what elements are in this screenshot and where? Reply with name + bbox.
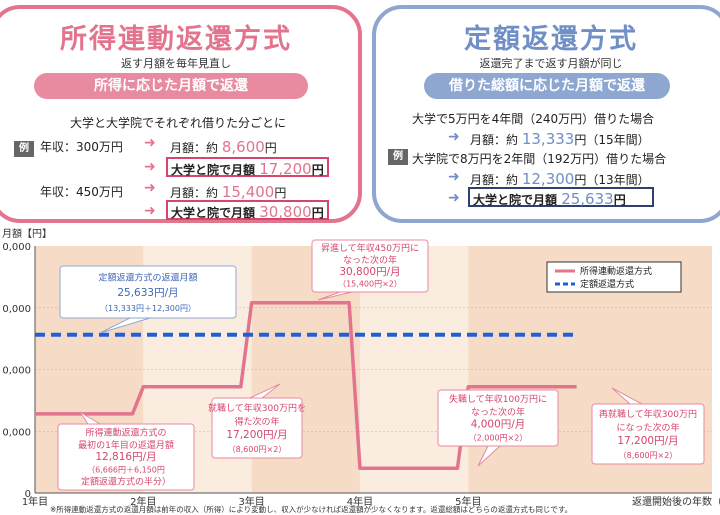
legend-label: 定額返還方式 — [580, 278, 634, 290]
fixed-case-2: 大学院で8万円を2年間（192万円）借りた場合 — [412, 152, 667, 166]
fixed-case-1: 大学で5万円を4年間（240万円）借りた場合 — [412, 112, 655, 126]
fixed-title: 定額返還方式 — [464, 24, 638, 55]
monthly-row-1: 月額：約 8,600円 — [170, 138, 277, 156]
callout-text: 得た次の年 — [234, 416, 279, 428]
callout-box — [591, 403, 705, 465]
callout-text: 30,800円/月 — [339, 266, 400, 278]
total-row-1: 大学と院で月額 17,200円 — [166, 157, 329, 178]
callout-box — [59, 265, 237, 319]
fixed-pill: 借りた総額に応じた月額で返還 — [424, 73, 670, 99]
x-tick-label: 2年目 — [130, 495, 156, 508]
income-linked-title: 所得連動返還方式 — [60, 24, 292, 55]
income-linked-panel: 所得連動返還方式 返す月額を毎年見直し 所得に応じた月額で返還 大学と大学院でそ… — [0, 5, 362, 223]
callout-text: 就職して年収300万円を — [208, 402, 306, 414]
footnote: ※所得連動返還方式の返還月額は前年の収入（所得）により変動し、収入が少なければ返… — [50, 504, 572, 514]
callout-box — [311, 239, 429, 293]
callout-text: なった次の年 — [471, 406, 525, 418]
arrow-icon: ➜ — [144, 203, 156, 219]
income-linked-intro: 大学と大学院でそれぞれ借りた分ごとに — [70, 116, 287, 130]
y-tick-label: 0,000 — [2, 366, 31, 377]
fixed-case-1-monthly: 月額：約 13,333円（15年間） — [470, 130, 650, 148]
example-badge: 例 — [14, 141, 34, 157]
callout-box — [57, 423, 195, 491]
x-tick-label: 4年目 — [347, 495, 373, 508]
callout-text: 定額返還方式の半分） — [81, 476, 171, 488]
y-tick-label: 0 — [25, 489, 31, 500]
arrow-icon: ➜ — [144, 180, 156, 196]
callout-text: 失職して年収100万円に — [449, 393, 547, 405]
x-tick-label: 1年目 — [22, 495, 48, 508]
x-tick-label: 3年目 — [238, 495, 264, 508]
callout-text: 4,000円/月 — [471, 419, 526, 431]
callout-text: （15,400円×2） — [338, 280, 402, 289]
callout-text: になった次の年 — [616, 422, 679, 434]
y-tick-label: 0,000 — [2, 304, 31, 315]
callout-text: 所得連動返還方式の — [85, 427, 166, 439]
arrow-icon: ➜ — [144, 135, 156, 151]
callout-text: （8,600円×2） — [228, 445, 287, 454]
arrow-icon: ➜ — [448, 169, 460, 185]
fixed-panel: 定額返還方式 返還完了まで返す月額が同じ 借りた総額に応じた月額で返還 例 大学… — [372, 5, 720, 223]
legend-box — [546, 261, 682, 293]
x-axis-label: 返還開始後の年数（年） — [632, 495, 720, 508]
callout-box — [437, 389, 559, 447]
callout-box — [211, 397, 303, 459]
callout-text: 昇進して年収450万円に — [321, 242, 419, 254]
income-row-2: 年収：450万円 — [40, 185, 123, 199]
top-strip: 〜〜〜〜〜〜〜〜〜〜〜〜〜〜〜〜〜〜〜〜〜〜〜〜〜〜〜〜〜〜〜〜〜〜〜〜〜〜〜〜 — [0, 0, 720, 4]
callout-text: 25,633円/月 — [117, 287, 178, 299]
example-badge: 例 — [388, 149, 408, 165]
income-linked-subtitle: 返す月額を毎年見直し — [121, 57, 231, 70]
callout-text: （8,600円×2） — [619, 451, 678, 460]
callout-text: （2,000円×2） — [469, 433, 528, 442]
callout-text: 定額返還方式の返還月額 — [98, 272, 197, 284]
total-row-2: 大学と院で月額 30,800円 — [166, 200, 329, 221]
income-row-1: 年収：300万円 — [40, 140, 123, 154]
callout-text: 最初の1年目の返還月額 — [78, 439, 174, 451]
legend-label: 所得連動返還方式 — [580, 265, 652, 277]
callout-text: （13,333円＋12,300円） — [100, 304, 196, 313]
callout-text: 17,200円/月 — [617, 435, 678, 447]
x-tick-label: 5年目 — [455, 495, 481, 508]
arrow-icon: ➜ — [448, 190, 460, 206]
y-axis-label: 月額【円】 — [2, 227, 52, 240]
arrow-icon: ➜ — [144, 159, 156, 175]
y-tick-label: 0,000 — [2, 427, 31, 438]
fixed-case-2-monthly: 月額：約 12,300円（13年間） — [470, 170, 650, 188]
fixed-subtitle: 返還完了まで返す月額が同じ — [479, 57, 623, 70]
callout-text: なった次の年 — [343, 254, 397, 266]
callout-text: 再就職して年収300万円 — [599, 408, 697, 420]
callout-text: 12,816円/月 — [95, 451, 156, 463]
income-linked-pill: 所得に応じた月額で返還 — [34, 73, 308, 99]
y-tick-label: 0,000 — [2, 242, 31, 253]
monthly-row-2: 月額：約 15,400円 — [170, 183, 287, 201]
fixed-total: 大学と院で月額 25,633円 — [468, 187, 654, 208]
arrow-icon: ➜ — [448, 129, 460, 145]
callout-text: 17,200円/月 — [226, 429, 287, 441]
callout-text: （6,666円＋6,150円 — [87, 465, 165, 474]
